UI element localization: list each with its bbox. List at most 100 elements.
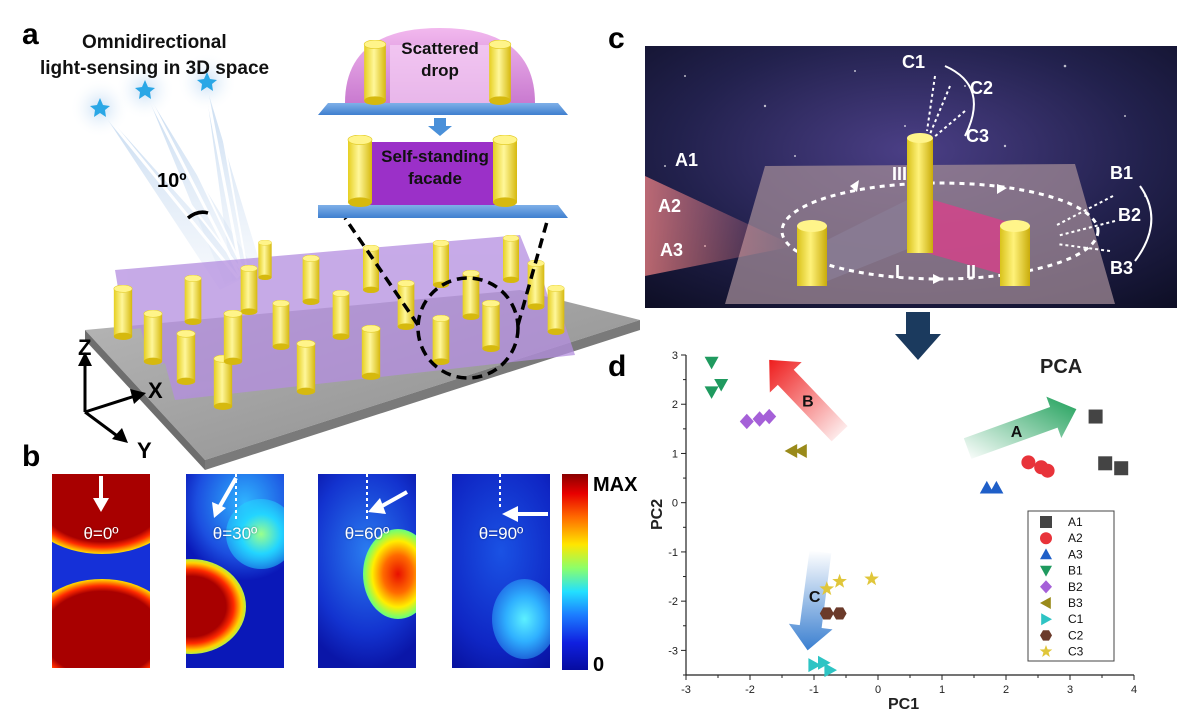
panel-label-a: a <box>22 18 39 51</box>
data-point-a2 <box>1040 463 1055 478</box>
axis-x-label: X <box>148 378 163 403</box>
label-I: I <box>895 262 901 282</box>
x-tick-label: 3 <box>1067 684 1073 696</box>
direction-arrow-label: C <box>809 589 821 606</box>
data-point-b1 <box>704 356 719 370</box>
light-beams <box>98 79 262 290</box>
colorbar-min-label: 0 <box>593 654 605 676</box>
y-tick-label: 1 <box>672 448 678 460</box>
data-point-b1 <box>704 386 719 399</box>
panel-a-illustration <box>70 28 640 470</box>
direction-arrow-label: A <box>1011 424 1023 441</box>
facade-label: Self-standing facade <box>381 147 489 188</box>
data-point-a3 <box>979 480 994 494</box>
legend-marker-c2 <box>1040 630 1052 641</box>
legend-label-c3: C3 <box>1068 645 1084 659</box>
x-tick-label: 1 <box>939 684 945 696</box>
heatmap-label: θ=60º <box>344 524 390 543</box>
data-point-b1 <box>714 378 729 392</box>
x-axis-label: PC1 <box>888 696 919 713</box>
y-tick-label: 3 <box>672 350 678 362</box>
heatmap-theta-60: θ=60º <box>318 474 416 668</box>
down-arrow-icon <box>895 312 941 360</box>
heatmap-label: θ=30º <box>212 524 258 543</box>
data-point-a3 <box>989 480 1004 494</box>
y-tick-label: -2 <box>668 596 678 608</box>
drop-label: Scattered drop <box>401 39 479 80</box>
legend-label-a2: A2 <box>1068 531 1083 545</box>
angle-label: 10º <box>157 170 187 192</box>
x-tick-label: 4 <box>1131 684 1137 696</box>
axis-y-label: Y <box>137 438 152 463</box>
legend-label-b2: B2 <box>1068 580 1083 594</box>
heatmap-label: θ=0º <box>83 524 119 543</box>
legend-label-b1: B1 <box>1068 564 1083 578</box>
legend-marker-c3 <box>1039 645 1053 657</box>
angle-arc <box>186 210 209 220</box>
y-axis-label: PC2 <box>649 499 666 530</box>
legend-marker-b3 <box>1040 597 1051 609</box>
data-point-b3 <box>794 444 807 458</box>
panel-a-subtitle: light-sensing in 3D space <box>40 58 270 79</box>
y-tick-label: -1 <box>668 547 678 559</box>
legend-label-a1: A1 <box>1068 515 1083 529</box>
legend-label-a3: A3 <box>1068 547 1083 561</box>
star-icon <box>70 52 237 138</box>
data-point-c1 <box>818 655 831 670</box>
down-arrow-icon <box>428 118 452 136</box>
direction-arrow <box>963 396 1077 459</box>
legend-label-c1: C1 <box>1068 612 1084 626</box>
label-C2: C2 <box>970 78 994 98</box>
heatmap-theta-30: θ=30º <box>186 474 284 668</box>
panel-a-title: Omnidirectional <box>82 32 227 53</box>
direction-arrow <box>769 359 848 442</box>
label-B1: B1 <box>1110 163 1134 183</box>
panel-label-c: c <box>608 22 625 55</box>
label-II: II <box>966 262 977 282</box>
legend-marker-a3 <box>1040 548 1052 560</box>
data-point-c1 <box>808 658 821 673</box>
data-point-a1 <box>1088 409 1103 424</box>
data-point-c3 <box>832 573 847 588</box>
zoom-indicator <box>343 217 550 380</box>
label-A1: A1 <box>675 150 699 170</box>
label-B3: B3 <box>1110 258 1134 278</box>
legend-label-c2: C2 <box>1068 628 1084 642</box>
x-tick-label: -2 <box>745 684 755 696</box>
colorbar-max-label: MAX <box>593 474 638 496</box>
y-tick-label: -3 <box>668 645 678 657</box>
x-tick-label: -3 <box>681 684 691 696</box>
y-tick-label: 0 <box>672 498 678 510</box>
heatmap-arrows <box>93 474 548 522</box>
data-point-a2 <box>1021 455 1036 470</box>
x-tick-label: 0 <box>875 684 881 696</box>
data-point-a1 <box>1114 461 1129 476</box>
self-standing-facade-inset <box>318 135 568 218</box>
label-C3: C3 <box>966 126 990 146</box>
direction-arrow-label: B <box>802 394 814 411</box>
label-A3: A3 <box>660 240 684 260</box>
heatmap-label: θ=90º <box>478 524 524 543</box>
data-point-b2 <box>752 411 767 427</box>
scattered-drop-inset <box>318 28 568 115</box>
data-point-c2 <box>832 607 847 620</box>
data-point-c1 <box>824 663 837 678</box>
label-A2: A2 <box>658 196 682 216</box>
data-point-c3 <box>864 571 879 586</box>
panel-label-d: d <box>608 350 627 383</box>
axes-icon <box>78 352 146 443</box>
data-point-a1 <box>1098 456 1113 471</box>
panel-c-illustration <box>645 46 1177 308</box>
data-point-b2 <box>762 408 777 425</box>
direction-arrow <box>788 550 833 651</box>
legend-label-b3: B3 <box>1068 596 1083 610</box>
panel-label-b: b <box>22 440 41 473</box>
legend-marker-a2 <box>1040 532 1052 545</box>
label-B2: B2 <box>1118 205 1142 225</box>
x-tick-label: -1 <box>809 684 819 696</box>
chart-title: PCA <box>1040 356 1082 378</box>
data-point-b3 <box>784 444 798 458</box>
legend-marker-a1 <box>1040 516 1052 528</box>
y-tick-label: 2 <box>672 399 678 411</box>
